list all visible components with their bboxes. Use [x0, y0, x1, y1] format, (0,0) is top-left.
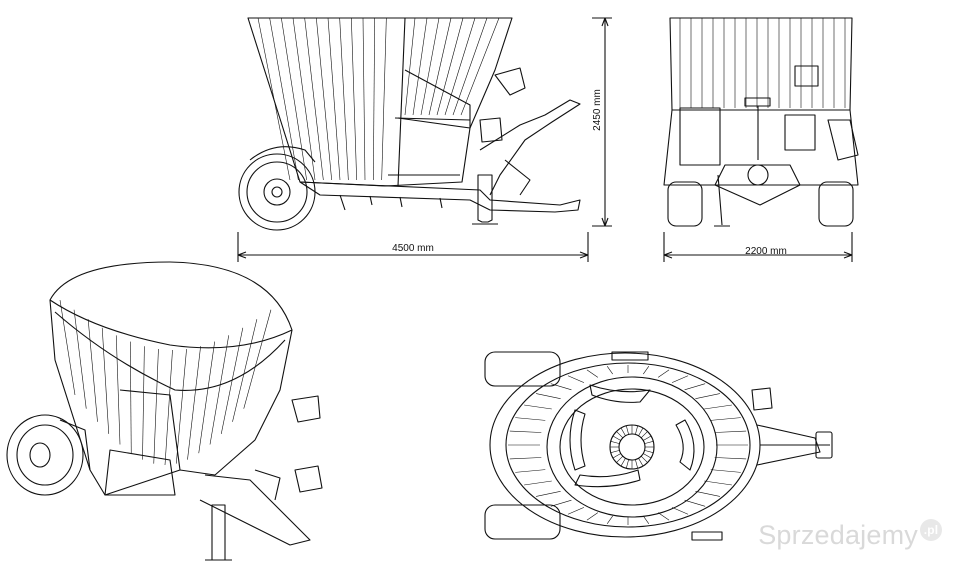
watermark-text: Sprzedajemy — [758, 520, 918, 550]
height-dimension-label: 2450 mm — [592, 89, 603, 131]
top-view — [484, 351, 833, 541]
rear-view — [663, 17, 859, 262]
perspective-view — [6, 261, 323, 561]
watermark-badge: .pl — [920, 519, 942, 541]
side-view — [237, 17, 612, 262]
length-dimension-label: 4500 mm — [392, 243, 434, 254]
width-dimension-label: 2200 mm — [745, 246, 787, 257]
watermark: Sprzedajemy.pl — [758, 519, 942, 551]
